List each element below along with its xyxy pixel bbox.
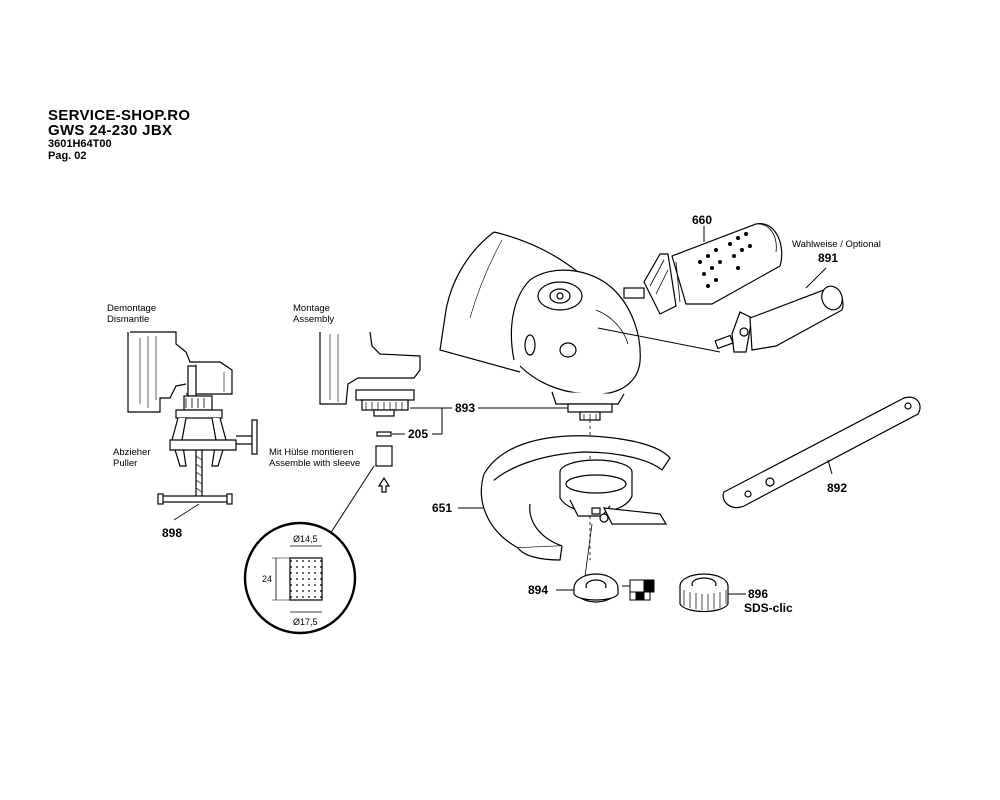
clamp-nut-896 [679,573,746,613]
puller-tool [157,365,258,521]
part-number-891: 891 [818,251,838,265]
guard-651 [458,435,671,585]
spanner-892 [722,396,921,509]
sds-clic-label: SDS-clic [744,601,793,615]
sleeve-height: 24 [262,574,272,584]
handle-660 [597,223,783,353]
optional-label: Wahlweise / Optional [792,239,881,250]
part-number-894: 894 [528,583,548,597]
puller-label-en: Puller [113,458,137,469]
dismantle-label-en: Dismantle [107,314,149,325]
angle-grinder-body [439,231,641,560]
assembly-drawing [319,331,421,493]
dismantle-drawing [127,331,233,413]
part-number-896: 896 [748,587,768,601]
part-number-892: 892 [827,481,847,495]
flange-894 [556,573,619,603]
leaders-893-205 [392,407,572,435]
assembly-label-de: Montage [293,303,330,314]
part-number-898: 898 [162,526,182,540]
sleeve-label-de: Mit Hülse montieren [269,447,353,458]
sleeve-inner-diameter: Ø14,5 [293,534,318,544]
part-number-205: 205 [408,427,428,441]
sleeve-outer-diameter: Ø17,5 [293,617,318,627]
parts-clip-894 [622,579,655,601]
tool-model: GWS 24-230 JBX [48,122,173,139]
page-number: Pag. 02 [48,150,87,162]
assembly-label-en: Assembly [293,314,334,325]
sleeve-detail-circle [243,465,375,635]
puller-label-de: Abzieher [113,447,151,458]
shop-name: SERVICE-SHOP.RO [48,107,191,124]
part-number-660: 660 [692,213,712,227]
tool-code: 3601H64T00 [48,138,112,150]
dismantle-label-de: Demontage [107,303,156,314]
sleeve-label-en: Assemble with sleeve [269,458,360,469]
part-number-893: 893 [455,401,475,415]
part-number-651: 651 [432,501,452,515]
handle-891 [714,267,844,353]
